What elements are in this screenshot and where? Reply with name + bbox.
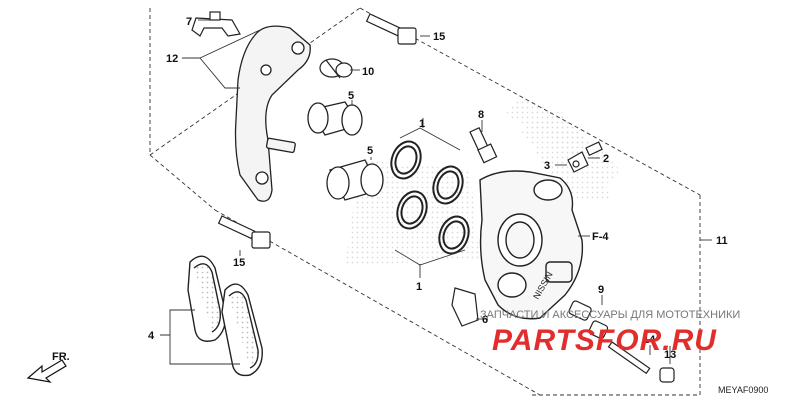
- pad-pin-and-clip: [567, 141, 603, 173]
- callout-8: 8: [478, 109, 484, 121]
- section-ref-label: F-4: [592, 231, 609, 243]
- callout-13: 13: [664, 349, 676, 361]
- brake-pads: [187, 255, 263, 377]
- callout-9: 9: [598, 284, 604, 296]
- pin-boot: [319, 58, 353, 79]
- caliper-body: [479, 170, 584, 320]
- mounting-bolt-lower: [217, 215, 271, 249]
- caliper-bracket: [234, 25, 311, 202]
- bleeder-screw: [469, 126, 498, 164]
- callout-14: 14: [643, 334, 656, 346]
- callout-15-top: 15: [433, 31, 445, 43]
- callout-3: 3: [544, 160, 550, 172]
- callout-6: 6: [482, 314, 488, 326]
- caliper-pistons: [307, 101, 384, 201]
- callout-11: 11: [716, 235, 728, 247]
- diagram-code: MEYAF0900: [718, 385, 768, 395]
- front-arrow-icon: [26, 359, 67, 383]
- callout-7: 7: [186, 16, 192, 28]
- pad-shim: [451, 287, 479, 327]
- pad-spring-clip: [191, 11, 241, 37]
- callout-2: 2: [603, 153, 609, 165]
- mounting-bolt-top: [365, 13, 417, 45]
- callout-15-lower: 15: [233, 257, 245, 269]
- direction-label: FR.: [52, 351, 70, 363]
- callout-12: 12: [166, 53, 178, 65]
- callout-1-top: 1: [419, 118, 425, 130]
- callout-4: 4: [148, 330, 155, 342]
- callout-10: 10: [362, 66, 374, 78]
- watermark-text: ЗАПЧАСТИ И АКСЕССУАРЫ ДЛЯ МОТОТЕХНИКИ: [480, 309, 740, 321]
- leader-lines: [160, 19, 712, 365]
- watermark-logo: PARTSFOR.RU: [492, 324, 717, 357]
- callout-labels: 7 12 15 10 5 5 1 1 8 2 3 F-4 11 9 6 4 14…: [148, 16, 728, 361]
- slide-pin-assembly: [568, 300, 675, 383]
- front-direction-indicator: FR.: [26, 351, 70, 383]
- callout-5-top: 5: [348, 90, 354, 102]
- piston-seals: [390, 140, 470, 255]
- callout-5-lower: 5: [367, 145, 373, 157]
- callout-1-lower: 1: [416, 281, 422, 293]
